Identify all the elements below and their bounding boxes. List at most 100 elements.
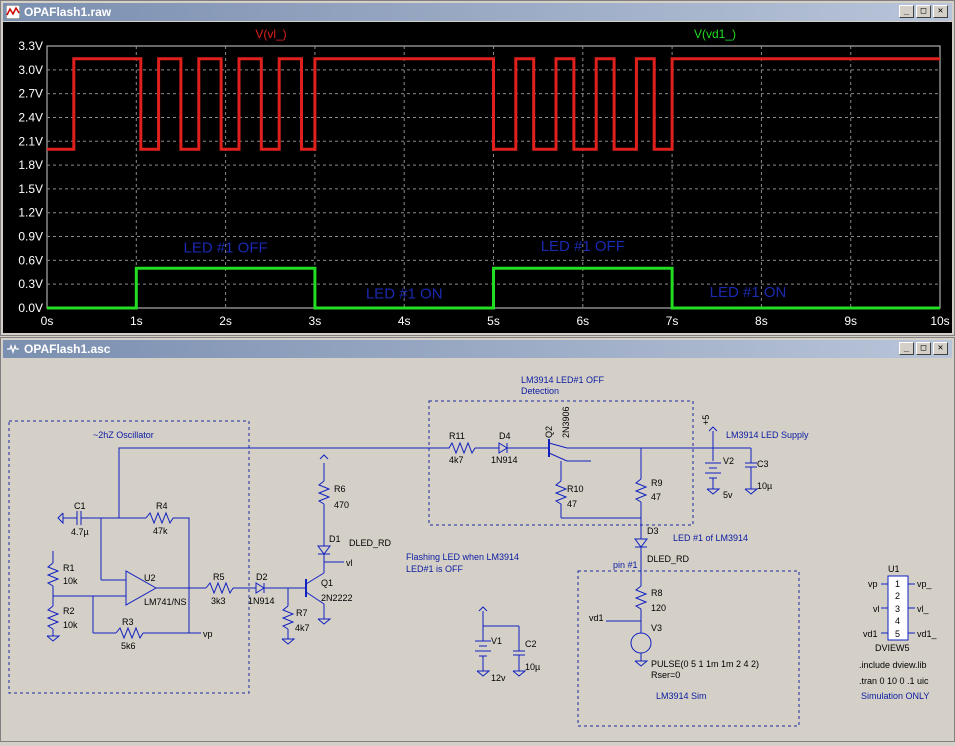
pin1-label: pin #1 (613, 560, 638, 570)
x-tick-label: 4s (398, 314, 411, 328)
v3-value-2: Rser=0 (651, 670, 680, 680)
minimize-button[interactable]: _ (899, 342, 914, 355)
r2-value: 10k (63, 620, 78, 630)
v2-value: 5v (723, 490, 733, 500)
resistor-r4 (145, 511, 174, 525)
led-supply-label: LM3914 LED Supply (726, 430, 809, 440)
diode-d2 (255, 582, 265, 594)
ground-symbol (57, 512, 64, 525)
u1-pin-vd1_: vd1_ (917, 629, 938, 639)
waveform-chart[interactable]: 0.0V0.3V0.6V0.9V1.2V1.5V1.8V2.1V2.4V2.7V… (3, 22, 952, 333)
v1-value: 12v (491, 673, 506, 683)
oscillator-box (8, 420, 250, 694)
maximize-button[interactable]: □ (916, 342, 931, 355)
led-d1 (317, 545, 331, 555)
ground-symbol (317, 618, 332, 625)
schematic-canvas[interactable]: ~2hZ Oscillator LM3914 LED#1 OFF Detecti… (3, 359, 952, 741)
wire (118, 447, 431, 518)
net-vp: vp (203, 629, 213, 639)
v1-label: V1 (491, 636, 502, 646)
maximize-button[interactable]: □ (916, 5, 931, 18)
q1-label: Q1 (321, 578, 333, 588)
x-tick-label: 7s (666, 314, 679, 328)
y-tick-label: 0.9V (18, 230, 43, 244)
d4-value: 1N914 (491, 455, 518, 465)
supply-arrow (708, 426, 718, 432)
x-tick-label: 2s (219, 314, 232, 328)
r3-value: 5k6 (121, 641, 136, 651)
u1-pin-num: 4 (895, 616, 900, 626)
net-vd1: vd1 (589, 613, 604, 623)
r8-value: 120 (651, 603, 666, 613)
v2-label: V2 (723, 456, 734, 466)
r2-label: R2 (63, 606, 75, 616)
net-vl: vl (346, 558, 353, 568)
y-tick-label: 3.0V (18, 63, 43, 77)
y-tick-label: 3.3V (18, 39, 43, 53)
r6-label: R6 (334, 484, 346, 494)
tran-directive: .tran 0 10 0 .1 uic (859, 676, 929, 686)
r7-value: 4k7 (295, 623, 310, 633)
plot-window-title: OPAFlash1.raw (24, 5, 112, 19)
u2-label: U2 (144, 573, 156, 583)
c3-label: C3 (757, 459, 769, 469)
schematic-titlebar[interactable]: OPAFlash1.asc _ □ ✕ (3, 340, 952, 358)
r5-value: 3k3 (211, 596, 226, 606)
schematic-drawing[interactable]: ~2hZ Oscillator LM3914 LED#1 OFF Detecti… (3, 359, 952, 741)
u1-value: DVIEW5 (875, 643, 910, 653)
u1-pin-num: 2 (895, 591, 900, 601)
q2-value: 2N3906 (561, 406, 571, 438)
r4-value: 47k (153, 526, 168, 536)
detection-box (428, 400, 694, 526)
v3-value-1: PULSE(0 5 1 1m 1m 2 4 2) (651, 659, 759, 669)
minimize-button[interactable]: _ (899, 5, 914, 18)
schematic-window-title: OPAFlash1.asc (24, 342, 111, 356)
lm3914-sim-label: LM3914 Sim (656, 691, 707, 701)
u1-pin-vl_: vl_ (917, 604, 929, 614)
sim-only-label: Simulation ONLY (861, 691, 929, 701)
x-tick-label: 8s (755, 314, 768, 328)
close-button[interactable]: ✕ (933, 342, 948, 355)
d3-value: DLED_RD (647, 554, 690, 564)
ground-symbol (744, 488, 759, 495)
oscillator-label: ~2hZ Oscillator (93, 430, 154, 440)
r9-label: R9 (651, 478, 663, 488)
c2-label: C2 (525, 639, 537, 649)
lm3914-sim-box (577, 570, 800, 727)
ground-symbol (46, 635, 61, 642)
d3-label: D3 (647, 526, 659, 536)
u1-pin-num: 5 (895, 629, 900, 639)
r3-label: R3 (122, 617, 134, 627)
d1-value: DLED_RD (349, 538, 392, 548)
r4-label: R4 (156, 501, 168, 511)
d1-label: D1 (329, 534, 341, 544)
resistor-r7 (281, 605, 295, 630)
r8-label: R8 (651, 588, 663, 598)
close-button[interactable]: ✕ (933, 5, 948, 18)
resistor-r5 (205, 581, 234, 595)
ground-symbol (706, 488, 721, 495)
y-tick-label: 1.8V (18, 158, 43, 172)
r5-label: R5 (213, 572, 225, 582)
r11-value: 4k7 (449, 455, 464, 465)
annotation-label: LED #1 ON (710, 284, 787, 301)
y-tick-label: 1.5V (18, 182, 43, 196)
legend-vd1: V(vd1_) (694, 27, 736, 41)
ground-symbol (512, 670, 527, 677)
annotation-label: LED #1 OFF (541, 238, 625, 255)
y-tick-label: 2.1V (18, 134, 43, 148)
x-tick-label: 10s (930, 314, 949, 328)
d4-label: D4 (499, 431, 511, 441)
plot-titlebar[interactable]: OPAFlash1.raw _ □ ✕ (3, 3, 952, 21)
resistor-r6 (317, 480, 331, 505)
ground-symbol (281, 638, 296, 645)
u1-pin-vp_: vp_ (917, 579, 933, 589)
x-tick-label: 3s (309, 314, 322, 328)
y-tick-label: 1.2V (18, 206, 43, 220)
u1-pin-vd1: vd1 (863, 629, 878, 639)
detection-label-2: Detection (521, 386, 559, 396)
flashing-label-2: LED#1 is OFF (406, 564, 464, 574)
resistor-r3 (115, 626, 144, 640)
source-v3 (630, 632, 652, 654)
